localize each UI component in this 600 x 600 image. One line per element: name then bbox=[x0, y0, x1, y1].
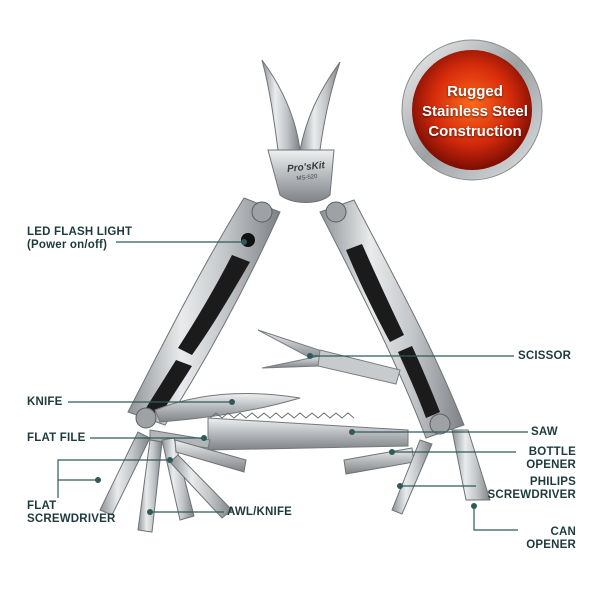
leader-flat-screwdriver-a bbox=[57, 459, 170, 481]
left-handle bbox=[127, 197, 281, 429]
right-handle bbox=[319, 199, 465, 439]
label-bottle-opener-line2: OPENER bbox=[526, 459, 576, 471]
label-can-opener-line1: CAN bbox=[550, 526, 576, 538]
label-knife: KNIFE bbox=[27, 396, 63, 408]
label-bottle-opener-line1: BOTTLE bbox=[528, 446, 576, 458]
label-led-title: LED FLASH LIGHT bbox=[27, 226, 133, 238]
label-philips-line1: PHILIPS bbox=[529, 476, 576, 488]
badge-text: Rugged Stainless Steel Construction bbox=[410, 82, 540, 142]
flat-file-tool bbox=[149, 429, 211, 449]
label-saw: SAW bbox=[531, 426, 558, 438]
leader-dots bbox=[95, 239, 477, 515]
knife-blade bbox=[154, 393, 301, 423]
scissors-tool bbox=[257, 329, 401, 385]
label-can-opener-line2: OPENER bbox=[526, 539, 576, 551]
label-flat-screwdriver: FLAT SCREWDRIVER bbox=[27, 500, 115, 526]
label-can-opener: CAN OPENER bbox=[518, 526, 576, 552]
label-awl-knife: AWL/KNIFE bbox=[227, 506, 293, 518]
pliers-jaws bbox=[261, 59, 341, 203]
label-scissor: SCISSOR bbox=[518, 350, 572, 362]
leader-can-opener bbox=[473, 506, 518, 531]
label-bottle-opener: BOTTLE OPENER bbox=[518, 446, 576, 472]
badge-line-2: Stainless Steel bbox=[422, 103, 528, 120]
label-philips-line2: SCREWDRIVER bbox=[487, 489, 576, 501]
lower-tools bbox=[99, 431, 247, 533]
rugged-steel-badge bbox=[401, 39, 543, 181]
label-led-sub: (Power on/off) bbox=[27, 239, 108, 251]
label-flat-screwdriver-line1: FLAT bbox=[27, 500, 57, 512]
label-flat-screwdriver-line2: SCREWDRIVER bbox=[27, 513, 116, 525]
label-philips-screwdriver: PHILIPS SCREWDRIVER bbox=[478, 476, 576, 502]
leader-lines bbox=[57, 241, 528, 531]
label-flat-file: FLAT FILE bbox=[27, 432, 86, 444]
badge-line-1: Rugged bbox=[447, 83, 503, 100]
label-led-flash-light: LED FLASH LIGHT (Power on/off) bbox=[27, 226, 132, 252]
badge-line-3: Construction bbox=[428, 123, 522, 140]
